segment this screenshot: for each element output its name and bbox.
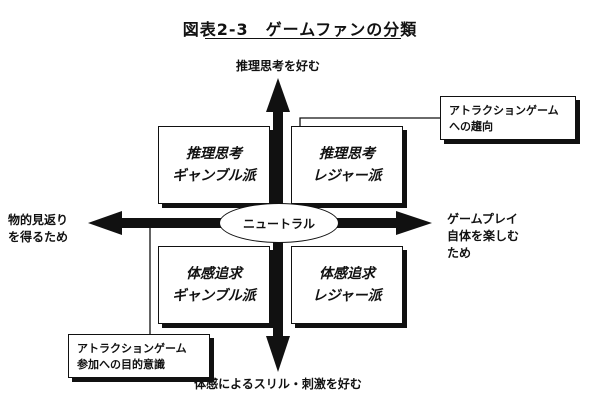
quadrant-top-left: 推理思考 ギャンブル派 [158,126,270,204]
neutral-ellipse: ニュートラル [219,203,339,243]
callout-bottom-left-line2: 参加への目的意識 [77,358,165,371]
axis-label-right-line1: ゲームプレイ [447,212,518,226]
quadrant-top-right-line1: 推理思考 [319,146,375,162]
diagram-title: 図表2-3 ゲームファンの分類 [182,20,418,39]
quadrant-top-right-line2: レジャー派 [312,168,382,184]
axis-label-bottom: 体感によるスリル・刺激を好む [194,377,362,391]
quadrant-bottom-right-line1: 体感追求 [319,266,375,282]
axis-label-left: 物的見返り を得るため [8,212,68,246]
axis-label-left-line2: を得るため [8,230,69,244]
axis-label-right: ゲームプレイ 自体を楽しむ ため [447,211,519,262]
right-arrowhead [396,211,432,235]
down-arrowhead [266,336,290,372]
left-arrowhead [88,211,122,235]
axis-label-right-line2: 自体を楽しむ [447,229,520,243]
up-arrowhead [266,78,290,112]
title-underline [205,38,401,39]
axis-label-right-line3: ため [447,246,472,260]
quadrant-bottom-left: 体感追求 ギャンブル派 [158,246,270,324]
axis-label-left-line1: 物的見返り [8,213,69,227]
quadrant-top-left-line1: 推理思考 [186,146,242,162]
quadrant-bottom-right: 体感追求 レジャー派 [291,246,403,324]
callout-top-right-line1: アトラクションゲーム [449,104,559,117]
callout-bottom-left-line1: アトラクションゲーム [77,342,187,355]
callout-bottom-left: アトラクションゲーム 参加への目的意識 [68,334,210,378]
quadrant-bottom-right-line2: レジャー派 [312,288,382,304]
quadrant-top-right: 推理思考 レジャー派 [291,126,403,204]
callout-top-right-line2: への趨向 [449,120,493,133]
callout-top-right: アトラクションゲーム への趨向 [440,96,576,140]
axis-label-top: 推理思考を好む [235,59,320,73]
quadrant-bottom-left-line1: 体感追求 [186,266,242,282]
quadrant-top-left-line2: ギャンブル派 [172,168,256,184]
quadrant-bottom-left-line2: ギャンブル派 [172,288,256,304]
